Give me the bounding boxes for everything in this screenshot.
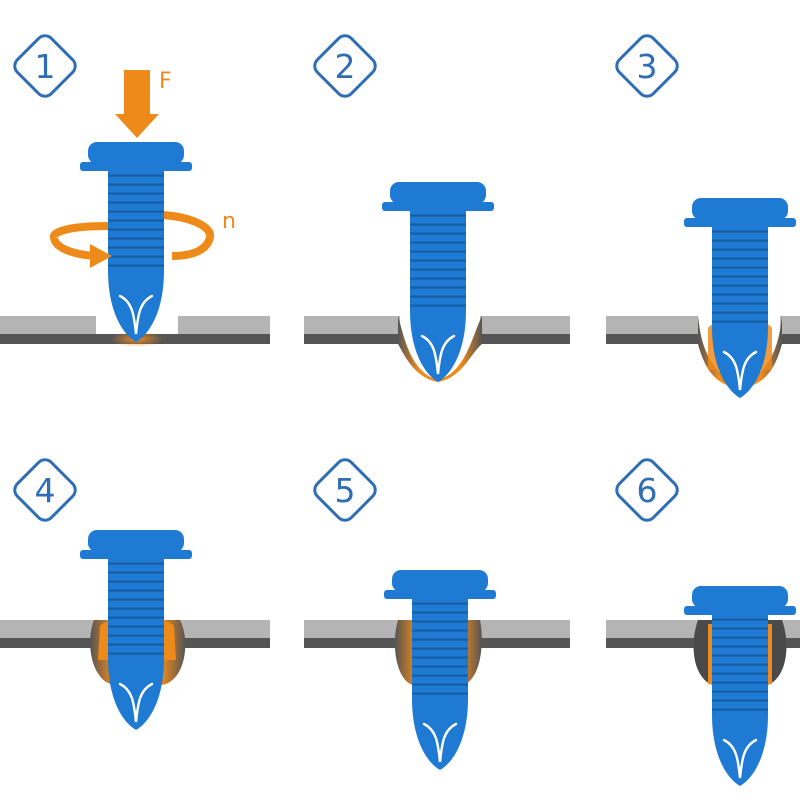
metal-sheet-6	[606, 620, 800, 689]
panel-step-6: 6	[606, 454, 800, 788]
rotation-arrow	[50, 235, 214, 268]
panel-step-3: 3	[606, 30, 800, 400]
metal-sheet-2	[304, 316, 570, 382]
step-number-6: 6	[637, 471, 658, 510]
step-badge-6: 6	[611, 454, 683, 526]
step-number-4: 4	[35, 471, 56, 510]
panel-step-1: 1 F n	[0, 30, 270, 347]
panel-step-2: 2	[304, 30, 570, 384]
force-arrow	[115, 70, 159, 138]
step-number-1: 1	[35, 47, 56, 86]
step-number-2: 2	[335, 47, 356, 86]
screw-6	[682, 584, 798, 788]
step-badge-3: 3	[611, 30, 683, 102]
panel-step-5: 5	[304, 454, 570, 772]
force-label: F	[159, 69, 172, 94]
screw-1	[78, 140, 194, 344]
screw-2	[380, 180, 496, 384]
panel-step-4: 4	[0, 454, 270, 732]
metal-sheet-3	[606, 316, 800, 388]
step-badge-4: 4	[9, 454, 81, 526]
screw-3	[682, 196, 798, 400]
step-badge-2: 2	[309, 30, 381, 102]
step-badge-5: 5	[309, 454, 381, 526]
step-badge-1: 1	[9, 30, 81, 102]
step-number-5: 5	[335, 471, 356, 510]
step-number-3: 3	[637, 47, 658, 86]
rotation-label: n	[222, 209, 236, 234]
rotation-arrow-back	[49, 211, 214, 240]
